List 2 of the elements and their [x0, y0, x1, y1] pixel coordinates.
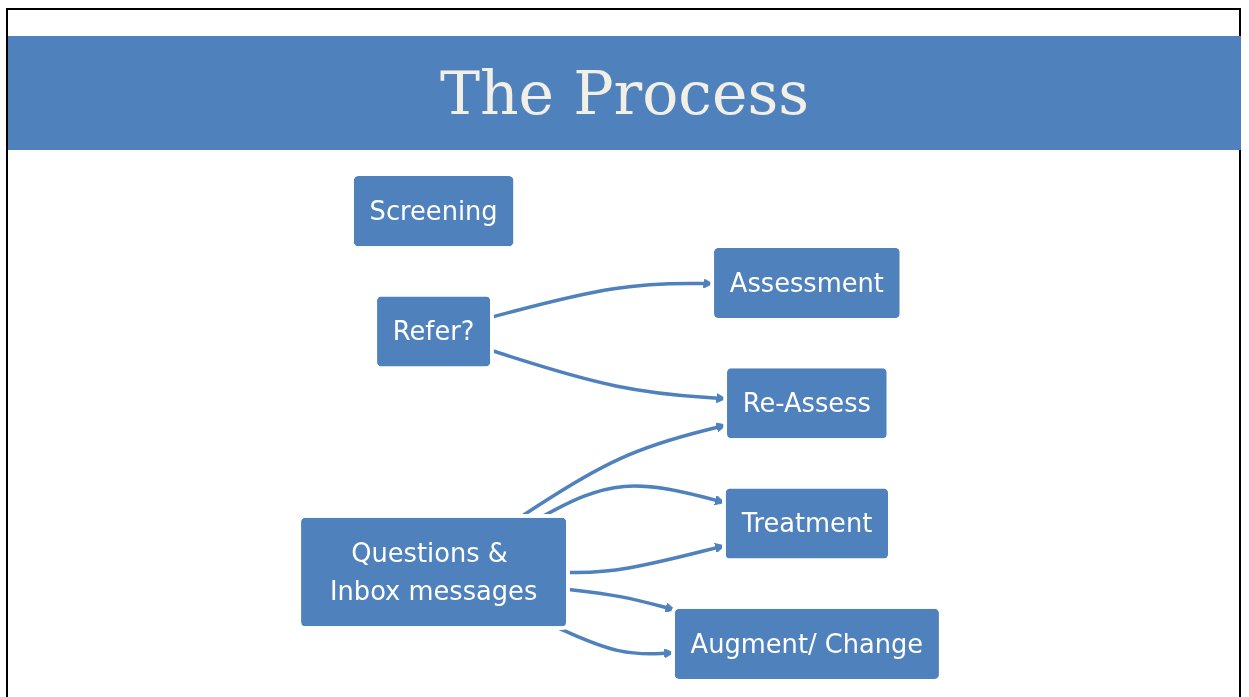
arrow [568, 587, 676, 613]
title-banner: The Process [8, 36, 1241, 150]
